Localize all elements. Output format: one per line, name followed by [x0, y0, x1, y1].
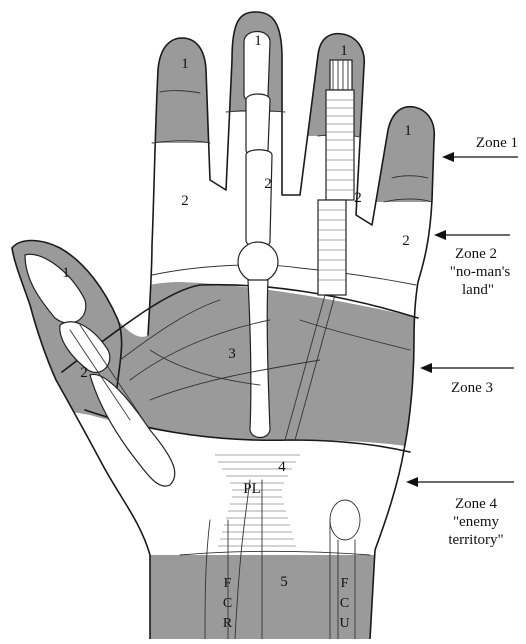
zone-4-side-label-line1: Zone 4 [455, 496, 498, 512]
zone-1-callout: Zone 1 [442, 135, 518, 162]
zone-3-label: 3 [228, 346, 236, 362]
zone-1-little-fill [372, 0, 442, 202]
zone-2-side-label-line3: land" [462, 282, 494, 298]
zone-2-index-label: 2 [181, 193, 189, 209]
zone-3-arrowhead [420, 363, 432, 373]
zone-3-callout: Zone 3 [420, 363, 514, 396]
zone-4-side-label-line3: territory" [448, 532, 503, 548]
zone-5-fill [0, 555, 526, 639]
fcr-letter-f: F [224, 576, 233, 591]
zone-4-callout: Zone 4 "enemy territory" [406, 477, 514, 548]
zone-2-side-label-line1: Zone 2 [455, 246, 497, 262]
zone-2-side-label-line2: "no-man's [450, 264, 511, 280]
zone-2-callout: Zone 2 "no-man's land" [434, 230, 510, 298]
palmaris-longus-label: PL [243, 481, 261, 497]
zone-3-side-label: Zone 3 [451, 380, 493, 396]
fcu-letter-u: U [339, 616, 350, 631]
zone-2-arrowhead [434, 230, 446, 240]
zone-1-thumb-label: 1 [62, 265, 70, 281]
zone-1-little-label: 1 [404, 123, 412, 139]
zone-4-side-label-line2: "enemy [453, 514, 500, 530]
zone-2-ring-label: 2 [354, 190, 362, 206]
fcr-letter-c: C [223, 596, 233, 611]
zone-1-index-label: 1 [181, 56, 189, 72]
zone-2-thumb-label: 2 [80, 365, 88, 381]
fcu-letter-c: C [340, 596, 350, 611]
zone-1-arrowhead [442, 152, 454, 162]
fcu-letter-f: F [341, 576, 350, 591]
fcr-letter-r: R [223, 616, 233, 631]
zone-4-arrowhead [406, 477, 418, 487]
zone-4-label: 4 [278, 459, 286, 475]
zone-1-side-label: Zone 1 [476, 135, 518, 151]
zone-2-little-label: 2 [402, 233, 410, 249]
zone-1-ring-label: 1 [340, 43, 348, 59]
zone-2-middle-label: 2 [264, 176, 272, 192]
zone-5-label: 5 [280, 574, 288, 590]
zone-1-middle-label: 1 [254, 33, 262, 49]
